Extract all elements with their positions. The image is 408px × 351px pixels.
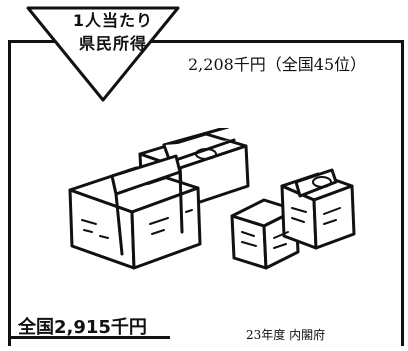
badge-label-line1: 1人当たり bbox=[72, 11, 154, 30]
source-note: 23年度 内閣府 bbox=[246, 328, 326, 342]
national-income-underline bbox=[10, 336, 170, 339]
local-income-value: 2,208千円（全国45位） bbox=[188, 55, 367, 74]
badge-label-line2: 県民所得 bbox=[78, 34, 147, 53]
content-frame bbox=[8, 40, 404, 346]
money-bundles-illustration bbox=[68, 128, 356, 270]
badge-triangle bbox=[26, 6, 180, 102]
national-income-value: 全国2,915千円 bbox=[18, 317, 147, 338]
